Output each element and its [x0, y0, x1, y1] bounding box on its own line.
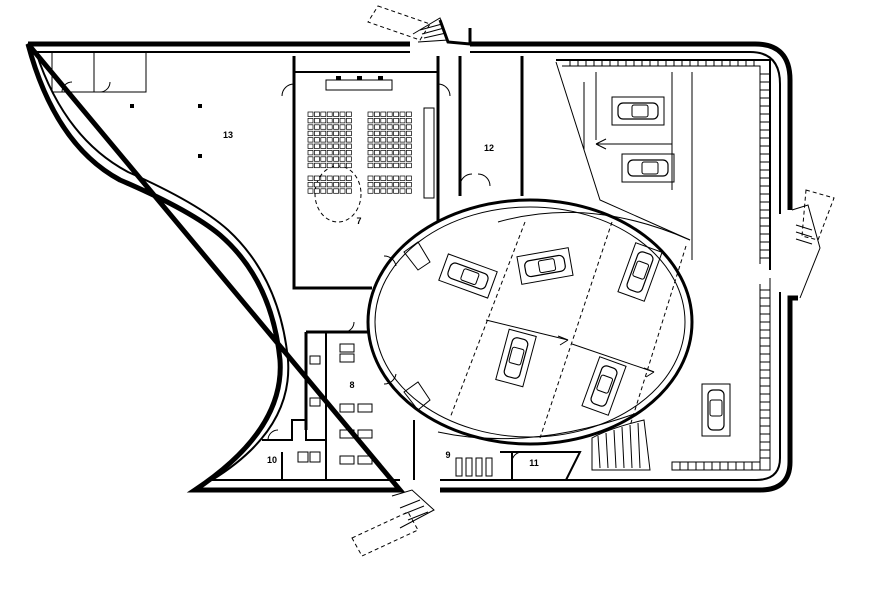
east-entrance[interactable]: [791, 189, 835, 299]
car-icon: [621, 153, 675, 183]
car-icon: [617, 242, 663, 302]
car-icon: [495, 328, 537, 388]
car-icon: [581, 356, 627, 416]
north-entrance[interactable]: [367, 5, 472, 46]
outer-wall-inner: [35, 51, 781, 481]
car-icon: [516, 247, 574, 285]
room-13-area: [51, 51, 202, 158]
parking-hall: [555, 59, 771, 471]
cars: [438, 96, 731, 437]
room-7-auditorium: [281, 56, 451, 290]
car-icon: [611, 96, 665, 126]
room-11: [512, 451, 582, 481]
room-label-9: 9: [445, 450, 450, 460]
room-label-11: 11: [529, 458, 539, 468]
oval-showroom: [366, 198, 694, 446]
stair-fan: [591, 419, 651, 471]
outer-wall: [25, 41, 798, 493]
car-icon: [438, 253, 498, 299]
room-9: [413, 420, 523, 480]
room-label-12: 12: [484, 143, 494, 153]
south-entrance[interactable]: [351, 489, 435, 557]
parking-ramp-ticks: [569, 60, 770, 470]
room-label-8: 8: [349, 380, 354, 390]
room-label-13: 13: [223, 130, 233, 140]
auditorium-seating: [307, 111, 412, 194]
room-10: [262, 419, 326, 480]
room-8: [304, 321, 373, 480]
room-label-7: 7: [356, 216, 361, 226]
room-label-10: 10: [267, 455, 277, 465]
car-icon: [701, 383, 731, 437]
room-12: [458, 56, 524, 196]
